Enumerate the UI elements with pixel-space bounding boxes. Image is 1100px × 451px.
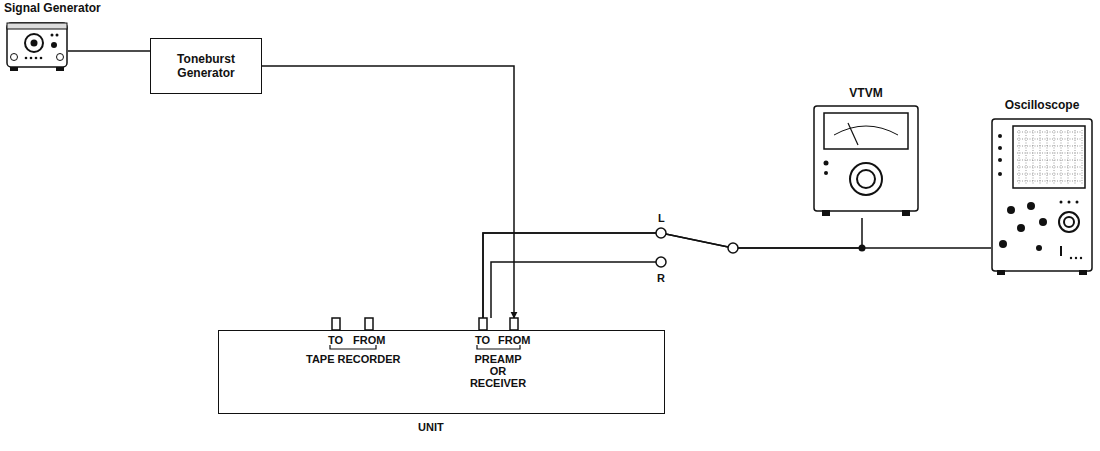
group-label: PREAMP OR RECEIVER <box>466 353 530 389</box>
jacks <box>332 318 518 330</box>
wire <box>262 66 514 318</box>
oscilloscope: Oscilloscope <box>988 98 1096 278</box>
vtvm-meter-icon <box>812 105 920 218</box>
junction-dot <box>859 245 866 252</box>
r-wire <box>491 262 656 318</box>
jack-label: TO <box>475 334 490 346</box>
switch-contacts <box>656 228 738 267</box>
signal-generator: Signal Generator <box>4 1 134 77</box>
jack-label: FROM <box>353 334 385 346</box>
jack-label: FROM <box>498 334 530 346</box>
node-label: Oscilloscope <box>988 98 1096 112</box>
unit-box: UNIT <box>218 330 665 414</box>
node-label: Signal Generator <box>4 1 134 15</box>
switch-label: L <box>658 212 665 224</box>
switch-label: R <box>657 272 665 284</box>
node-label: VTVM <box>808 86 924 100</box>
wire <box>483 233 991 318</box>
node-label: Toneburst Generator <box>171 52 241 80</box>
oscilloscope-icon <box>991 118 1093 276</box>
signal-generator-icon <box>6 17 68 75</box>
wire <box>68 50 150 52</box>
jack-label: TO <box>328 334 343 346</box>
process-box: Toneburst Generator <box>150 38 262 94</box>
vtvm-meter: VTVM <box>808 86 924 218</box>
node-label: UNIT <box>418 420 444 434</box>
group-label: TAPE RECORDER <box>306 353 401 365</box>
